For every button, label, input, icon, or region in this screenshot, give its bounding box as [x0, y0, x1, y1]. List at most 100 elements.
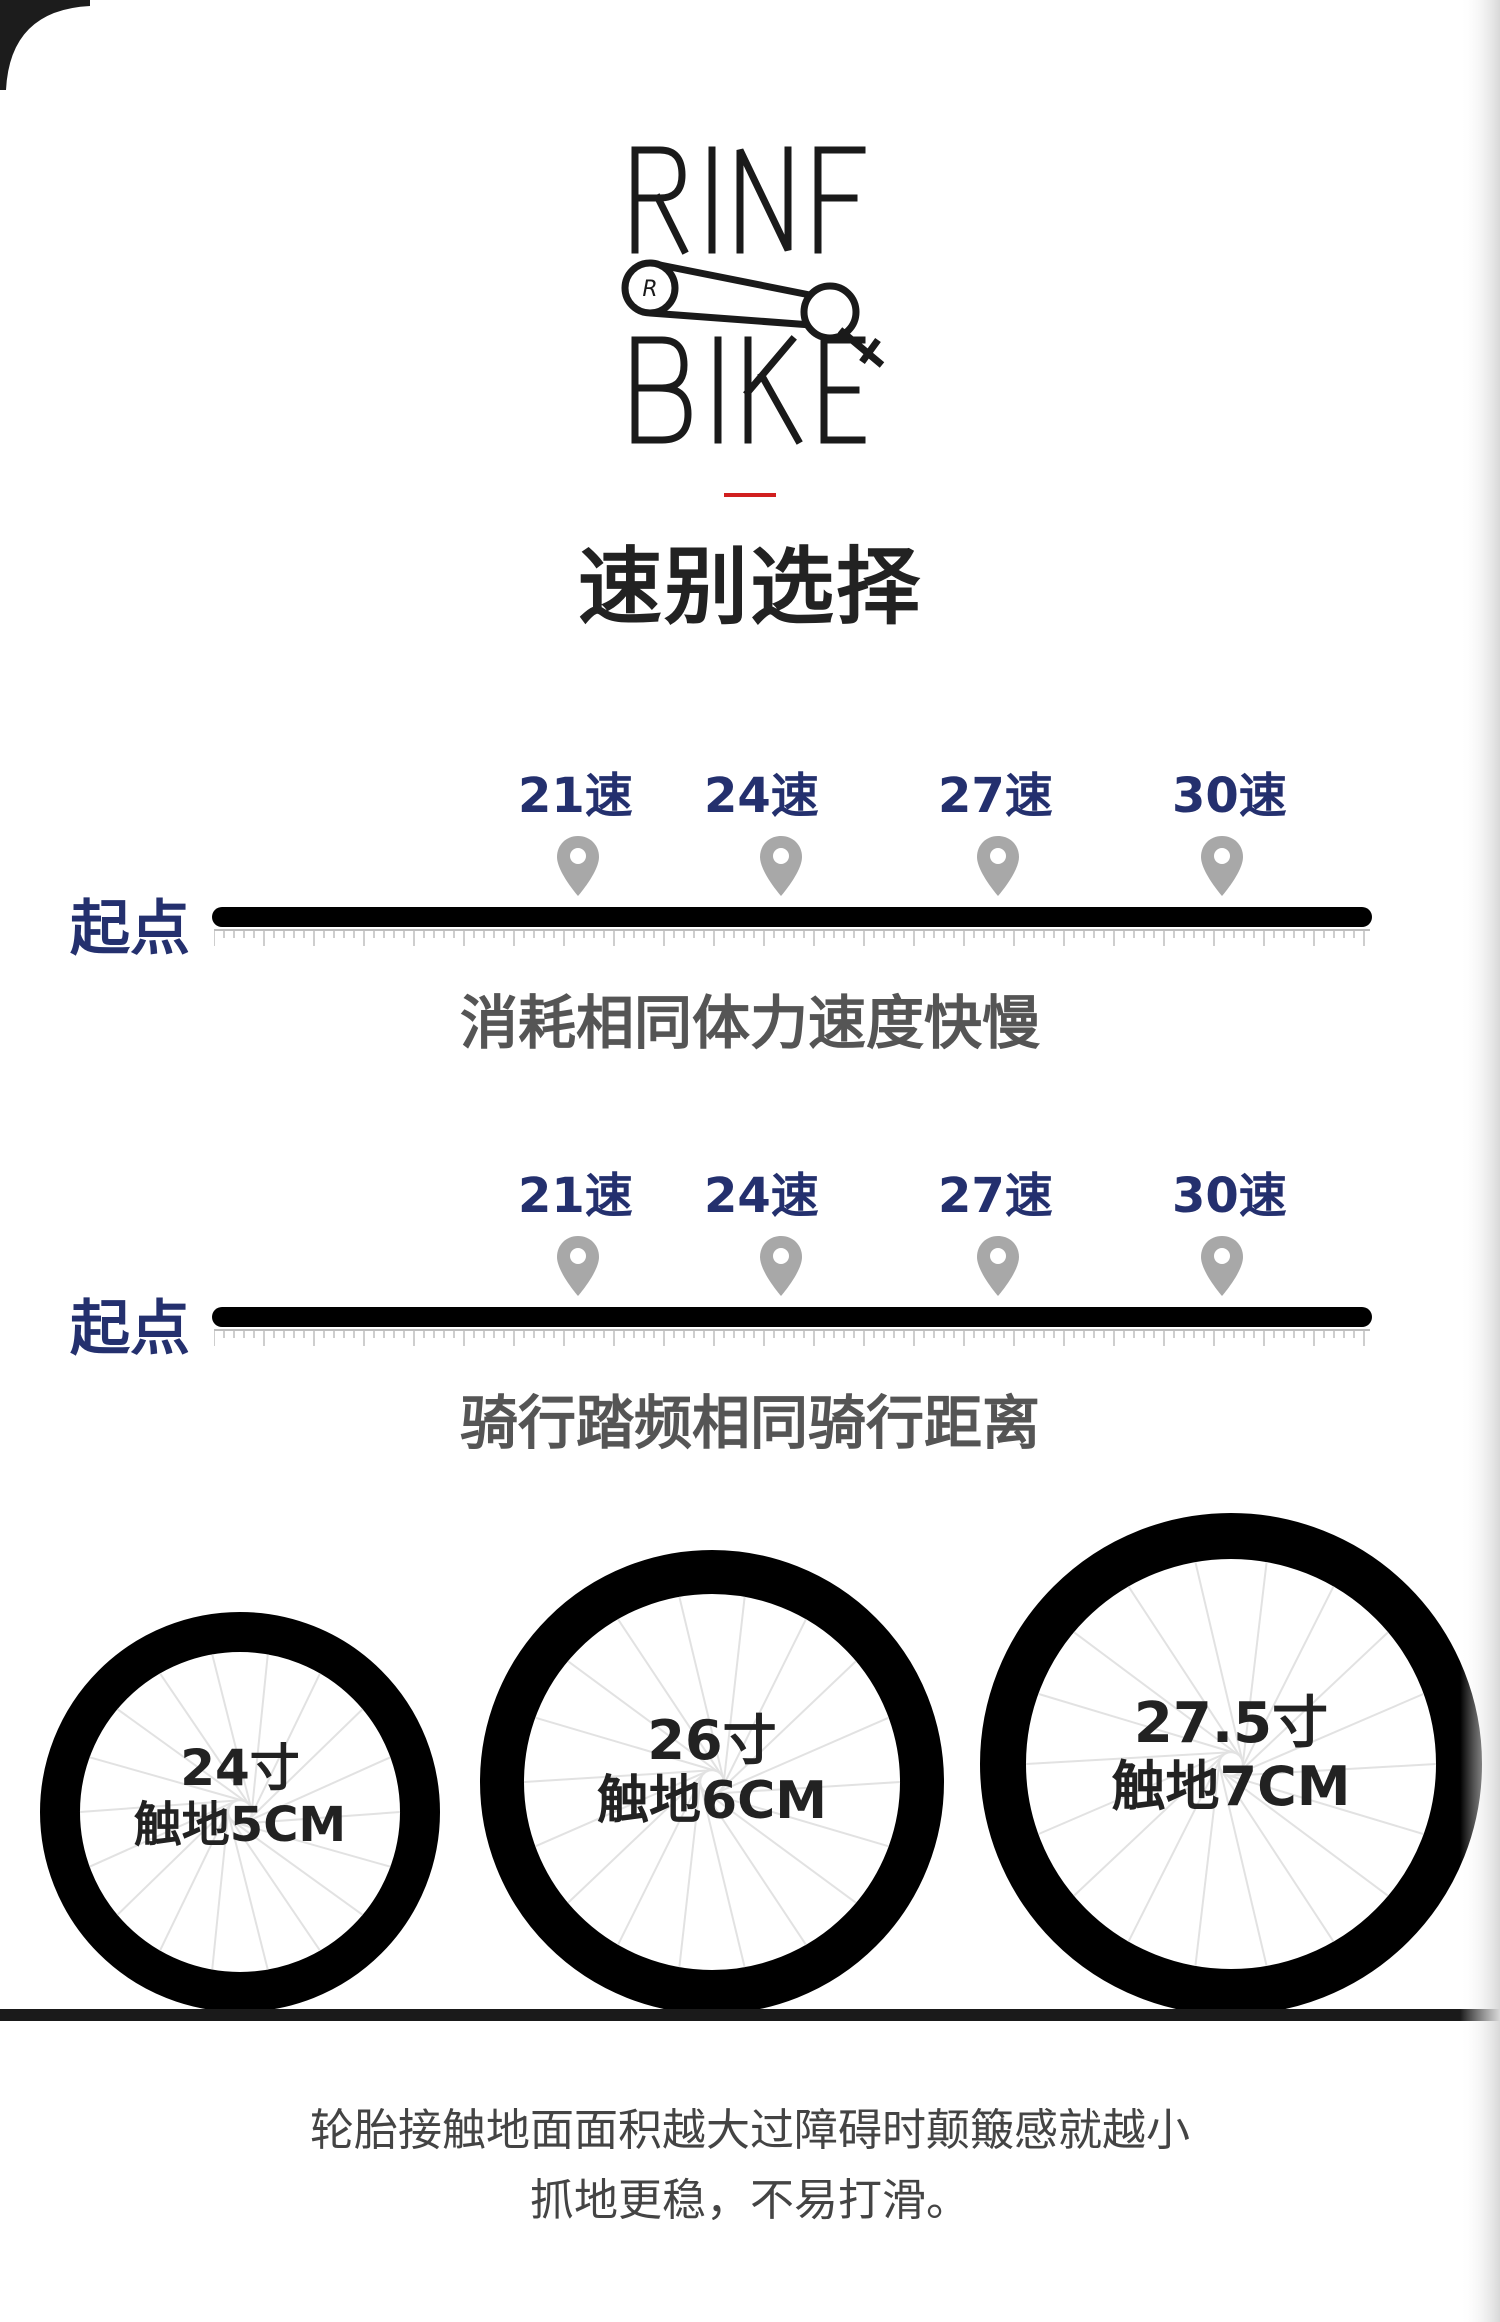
- location-pin-icon: [1201, 1236, 1243, 1296]
- ground-line: [0, 2009, 1500, 2021]
- wheel-spoke: [211, 1654, 253, 1813]
- speed-track-line: [212, 1307, 1372, 1327]
- wheel-spoke: [211, 1807, 230, 1970]
- wheel-spoke: [159, 1672, 253, 1809]
- wheel-contact: 触地7CM: [1111, 1755, 1351, 1819]
- location-pin-icon: [557, 1236, 599, 1296]
- wheel-size: 27.5寸: [1133, 1691, 1329, 1756]
- wheel-comparison: [40, 1513, 1482, 2015]
- wheel-spoke: [1037, 1751, 1230, 1836]
- wheel-size: 26寸: [647, 1709, 777, 1772]
- wheel-spoke: [678, 1777, 702, 1968]
- wheel-spoke: [1194, 1561, 1244, 1765]
- location-pin-icon: [760, 1236, 802, 1296]
- wheel-spoke: [245, 1708, 364, 1824]
- speed-label-24: 24速: [704, 1168, 819, 1224]
- speed-label-27: 27速: [938, 768, 1053, 824]
- wheel-spoke: [230, 1819, 364, 1916]
- wheel-spoke: [248, 1673, 321, 1820]
- wheel-spoke: [227, 1811, 269, 1970]
- wheel-spoke: [699, 1785, 807, 1946]
- wheel-contact: 触地5CM: [133, 1796, 347, 1853]
- wheel-spoke: [713, 1716, 890, 1795]
- wheel-spoke: [1025, 1751, 1233, 1765]
- wheel-spoke: [534, 1769, 711, 1848]
- wheel-spoke: [1038, 1692, 1238, 1755]
- wheel-spoke: [702, 1789, 857, 1904]
- wheel-spoke: [535, 1716, 719, 1773]
- wheel-spoke: [79, 1799, 242, 1813]
- wheel-spoke: [238, 1811, 401, 1825]
- corner-decoration: [0, 0, 90, 90]
- wheel-spoke: [1229, 1763, 1437, 1777]
- wheel-27-5: [980, 1513, 1482, 2015]
- location-pin-icon: [1201, 836, 1243, 896]
- speed-chart-caption: 骑行踏频相同骑行距离: [459, 1389, 1040, 1457]
- start-point-label: 起点: [70, 1294, 190, 1364]
- wheel-spoke: [227, 1815, 321, 1952]
- footer-line-1: 轮胎接触地面面积越大过障碍时颠簸感就越小: [310, 2105, 1190, 2156]
- logo-badge-text: R: [642, 277, 657, 302]
- wheel-spoke: [116, 1800, 235, 1916]
- speed-label-27: 27速: [938, 1168, 1053, 1224]
- wheel-spoke: [720, 1618, 807, 1790]
- ruler-ticks: [214, 929, 1370, 946]
- wheel-spoke: [1218, 1767, 1335, 1943]
- footer-line-2: 抓地更稳，不易打滑。: [530, 2175, 970, 2227]
- wheel-spoke: [710, 1781, 901, 1795]
- wheel-spoke: [617, 1618, 725, 1779]
- wheel-spoke: [567, 1770, 707, 1904]
- wheel-spoke: [1218, 1763, 1268, 1967]
- wheel-spoke: [1127, 1585, 1244, 1761]
- wheel-spoke: [722, 1596, 746, 1787]
- title-accent-line: [724, 493, 776, 497]
- wheel-spoke: [1073, 1752, 1226, 1897]
- wheel-contact: 触地6CM: [596, 1771, 828, 1832]
- wheel-spoke: [89, 1756, 247, 1803]
- wheel-spoke: [1224, 1773, 1424, 1836]
- speed-label-30: 30速: [1172, 768, 1287, 824]
- wheel-spoke: [1073, 1631, 1241, 1757]
- speed-chart-caption: 消耗相同体力速度快慢: [459, 989, 1040, 1057]
- wheel-spoke: [1241, 1561, 1268, 1769]
- wheel-spoke: [699, 1781, 746, 1968]
- location-pin-icon: [557, 836, 599, 896]
- section-title: 速别选择: [577, 538, 922, 636]
- wheel-spoke: [1232, 1692, 1425, 1777]
- wheel-spoke: [159, 1804, 232, 1951]
- wheel-26: [480, 1550, 944, 2014]
- wheel-24-label: 24寸 触地5CM: [120, 1739, 360, 1853]
- wheel-spoke: [1221, 1771, 1389, 1897]
- start-point-label: 起点: [70, 894, 190, 964]
- wheel-spoke: [617, 1774, 704, 1946]
- speed-track-line: [212, 907, 1372, 927]
- brand-logo: R: [621, 146, 885, 445]
- wheel-spoke: [678, 1596, 725, 1783]
- wheel-spoke: [523, 1769, 714, 1783]
- speed-label-21: 21速: [518, 768, 633, 824]
- wheel-spoke: [233, 1821, 391, 1868]
- ruler-ticks: [214, 1329, 1370, 1346]
- wheel-spoke: [250, 1654, 269, 1817]
- footer-text: 轮胎接触地面面积越大过障碍时颠簸感就越小 抓地更稳，不易打滑。: [0, 2096, 1500, 2237]
- wheel-spoke: [717, 1660, 857, 1794]
- speed-label-30: 30速: [1172, 1168, 1287, 1224]
- location-pin-icon: [760, 836, 802, 896]
- location-pin-icon: [977, 836, 1019, 896]
- speed-label-21: 21速: [518, 1168, 633, 1224]
- location-pin-icon: [977, 1236, 1019, 1296]
- speed-label-24: 24速: [704, 768, 819, 824]
- wheel-spoke: [1127, 1755, 1223, 1942]
- wheel-27-5-label: 27.5寸 触地7CM: [1086, 1691, 1376, 1819]
- wheel-spoke: [89, 1799, 239, 1868]
- page-edge-shadow: [1460, 0, 1500, 2322]
- wheel-24: [40, 1612, 440, 2012]
- wheel-spoke: [241, 1756, 391, 1825]
- wheel-spoke: [1239, 1586, 1335, 1773]
- wheel-26-label: 26寸 触地6CM: [572, 1709, 852, 1832]
- wheel-spoke: [567, 1660, 722, 1775]
- wheel-spoke: [1236, 1631, 1389, 1776]
- wheel-spoke: [705, 1791, 889, 1848]
- wheel-spoke: [116, 1708, 250, 1805]
